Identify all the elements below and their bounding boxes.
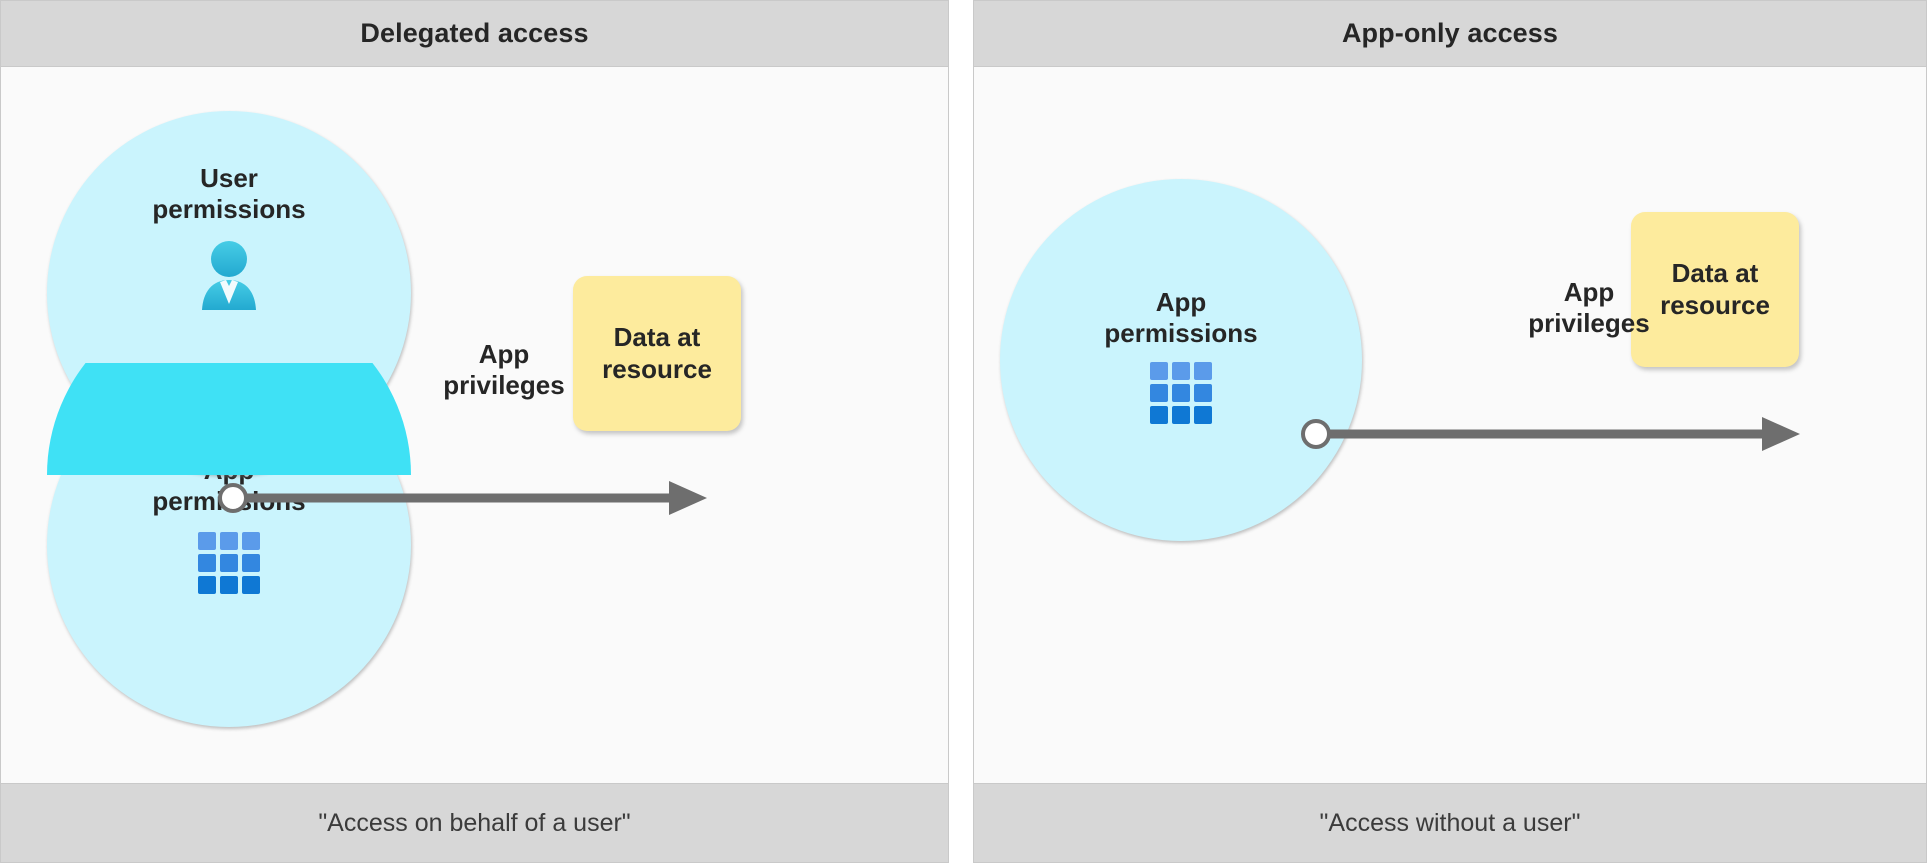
connector-node-dot xyxy=(1301,419,1331,449)
arrow-label-app-privileges: App privileges xyxy=(443,339,565,400)
panel-body-app-only-access: App permissions xyxy=(974,67,1926,783)
panel-app-only-access: App-only access App permissions xyxy=(973,0,1927,863)
panel-delegated-access: Delegated access User permissions xyxy=(0,0,949,863)
panel-footer-delegated-access: "Access on behalf of a user" xyxy=(1,783,948,862)
panel-footer-app-only-access: "Access without a user" xyxy=(974,783,1926,862)
arrow-app-privileges xyxy=(218,481,707,515)
user-icon xyxy=(196,240,262,317)
resource-box-data-at-resource: Data at resource xyxy=(573,276,741,431)
circle-app-permissions-label: App permissions xyxy=(1104,287,1258,348)
resource-box-data-at-resource: Data at resource xyxy=(1631,212,1799,367)
circle-user-permissions: User permissions xyxy=(47,111,411,475)
panel-header-app-only-access: App-only access xyxy=(974,1,1926,67)
app-grid-icon xyxy=(1150,362,1212,429)
panel-header-delegated-access: Delegated access xyxy=(1,1,948,67)
panel-body-delegated-access: User permissions xyxy=(1,67,948,783)
app-grid-icon xyxy=(198,532,260,599)
connector-node-dot xyxy=(218,483,248,513)
circle-user-permissions-label: User permissions xyxy=(152,163,306,224)
arrow-label-app-privileges: App privileges xyxy=(1528,277,1650,338)
circle-app-permissions: App permissions xyxy=(1000,179,1362,541)
arrow-app-privileges xyxy=(1301,417,1800,451)
